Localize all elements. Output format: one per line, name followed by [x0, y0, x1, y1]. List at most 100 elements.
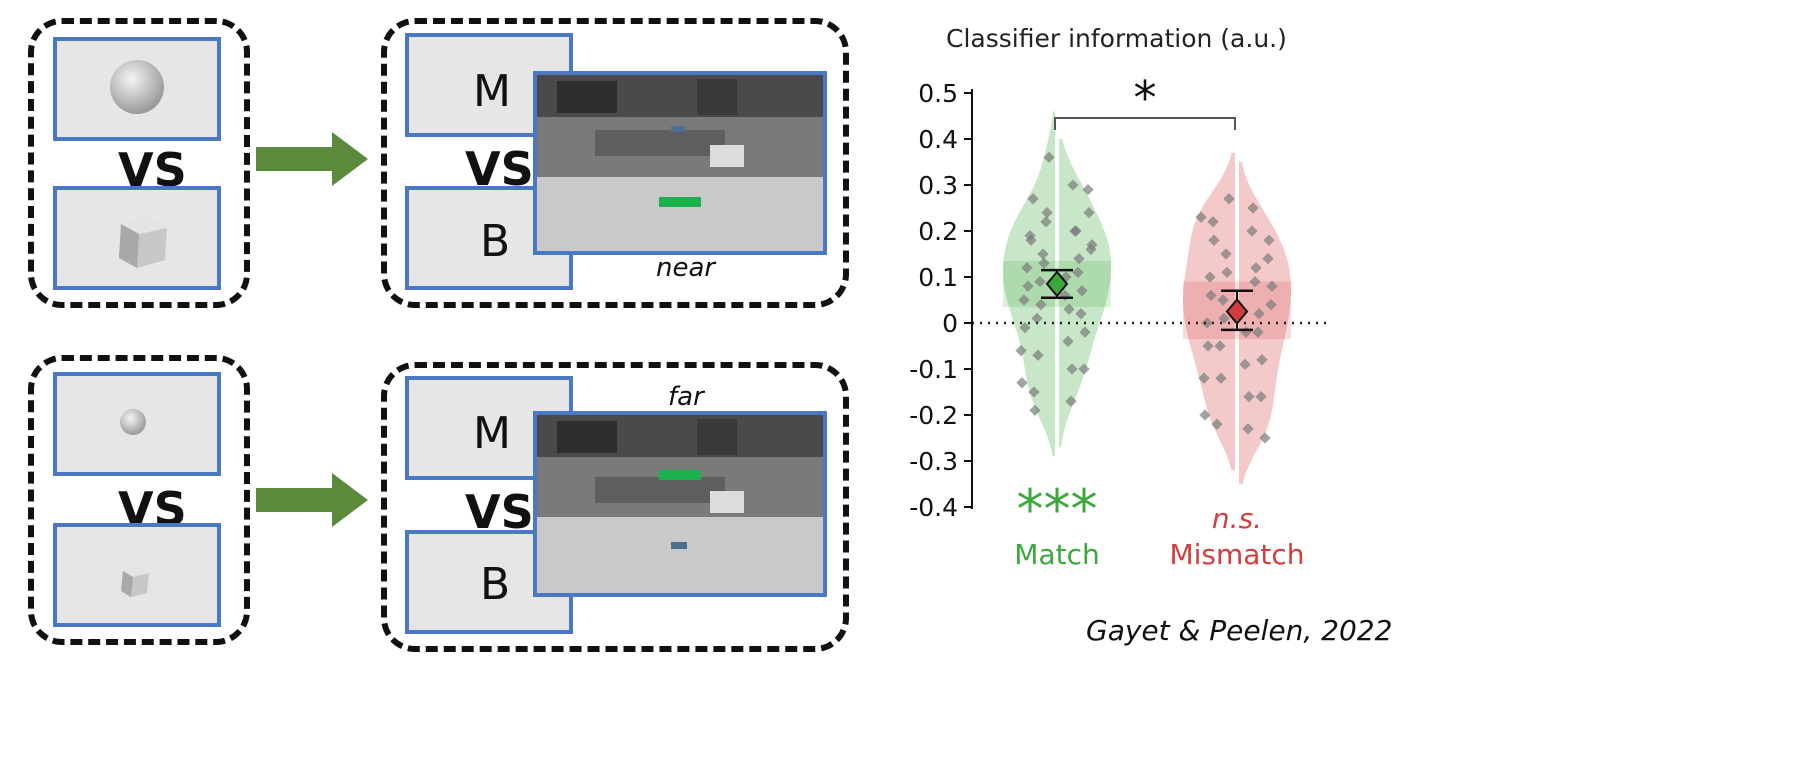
data-point — [1018, 294, 1030, 306]
data-point — [1035, 298, 1047, 311]
data-point — [1221, 266, 1233, 279]
data-point — [1201, 317, 1213, 329]
data-point — [1065, 395, 1077, 407]
bottom-small-sphere-tile — [53, 372, 221, 476]
data-point — [1062, 335, 1074, 348]
top-large-sphere-tile — [53, 37, 221, 141]
chart-title: Classifier information (a.u.) — [946, 24, 1287, 53]
bottom-arrow-icon — [256, 473, 368, 527]
data-point — [1069, 225, 1081, 237]
data-point — [1259, 432, 1271, 444]
bottom-scene-panel — [381, 362, 849, 652]
data-point — [1199, 409, 1211, 421]
data-point — [1220, 248, 1232, 260]
data-point — [1265, 298, 1277, 311]
data-point — [1256, 354, 1268, 366]
data-point — [1029, 404, 1041, 417]
data-point — [1063, 303, 1075, 315]
data-point — [1255, 390, 1267, 403]
data-point — [1022, 280, 1034, 292]
y-tick-label: -0.2 — [909, 401, 958, 430]
data-point — [1215, 372, 1227, 384]
data-point — [1027, 193, 1039, 205]
data-point — [1204, 271, 1216, 283]
y-tick-label: 0.2 — [918, 217, 958, 246]
data-point — [1202, 340, 1214, 352]
data-point — [1079, 326, 1091, 338]
top-scene-photo — [533, 71, 827, 255]
large-cube-icon — [119, 218, 167, 268]
data-point — [1034, 275, 1046, 288]
data-point — [1021, 262, 1033, 274]
y-tick-label: -0.3 — [909, 447, 958, 476]
data-point — [1078, 363, 1090, 375]
bottom-cue-panel — [28, 355, 250, 645]
data-point — [1263, 234, 1275, 246]
top-arrow-icon — [256, 132, 368, 186]
significance-bracket — [1054, 117, 1236, 130]
data-point — [1250, 262, 1262, 274]
data-point — [1083, 206, 1095, 219]
data-point — [1066, 363, 1078, 375]
data-point — [1266, 280, 1278, 292]
bottom-mismatch-letter: B — [480, 559, 511, 610]
data-point — [1016, 377, 1028, 389]
data-point — [1032, 349, 1044, 361]
bottom-match-letter: M — [473, 408, 511, 459]
data-point — [1239, 358, 1251, 371]
data-point — [1242, 423, 1254, 435]
data-point — [1075, 308, 1087, 320]
data-point — [1218, 312, 1230, 325]
data-point — [1085, 243, 1097, 256]
significance-match: *** — [1017, 478, 1098, 541]
large-sphere-icon — [110, 60, 164, 114]
data-point — [1038, 257, 1050, 269]
data-point — [1019, 321, 1031, 334]
data-point — [1041, 206, 1053, 219]
violin-left-mismatch — [1183, 152, 1235, 471]
near-label: near — [656, 253, 716, 283]
top-match-letter: M — [473, 66, 511, 117]
data-point — [1243, 390, 1255, 403]
data-point — [1207, 216, 1219, 228]
bottom-scene-vs-label: VS — [465, 485, 534, 539]
y-tick-label: 0.1 — [918, 263, 958, 292]
mean-marker-mismatch — [1225, 297, 1249, 326]
y-tick-label: 0.3 — [918, 171, 958, 200]
small-cube-icon — [121, 567, 149, 597]
data-point — [1217, 294, 1229, 306]
data-point — [1252, 326, 1264, 338]
y-tick-label: -0.4 — [909, 493, 958, 522]
category-label-mismatch: Mismatch — [1169, 538, 1304, 571]
data-point — [1249, 275, 1261, 288]
y-tick-label: 0 — [942, 309, 958, 338]
data-point — [1253, 308, 1265, 320]
y-tick-label: 0.5 — [918, 79, 958, 108]
classifier-chart: Classifier information (a.u.) -0.4 -0.3 -0… — [909, 24, 1330, 571]
data-point — [1195, 211, 1207, 223]
far-label: far — [668, 382, 704, 412]
y-tick-label: 0.4 — [918, 125, 958, 154]
data-point — [1247, 202, 1259, 214]
data-point — [1076, 285, 1088, 297]
near-scene-image — [537, 75, 823, 251]
data-point — [1082, 183, 1094, 196]
data-point — [1211, 418, 1223, 430]
small-sphere-icon — [120, 409, 146, 435]
data-point — [1205, 289, 1217, 302]
data-point — [1037, 248, 1049, 260]
top-scene-panel — [381, 18, 849, 308]
citation: Gayet & Peelen, 2022 — [1086, 614, 1393, 647]
top-cue-panel — [28, 18, 250, 308]
top-large-cube-tile — [53, 186, 221, 290]
comparison-significance: * — [1134, 71, 1157, 125]
category-label-match: Match — [1014, 538, 1099, 571]
top-cue-vs-label: VS — [118, 143, 187, 197]
top-scene-vs-label: VS — [465, 142, 534, 196]
data-point — [1198, 372, 1210, 384]
data-point — [1208, 234, 1220, 246]
mean-marker-match — [1045, 270, 1069, 298]
data-point — [1031, 312, 1043, 325]
top-mismatch-letter: B — [480, 216, 511, 267]
far-scene-image — [537, 415, 823, 593]
